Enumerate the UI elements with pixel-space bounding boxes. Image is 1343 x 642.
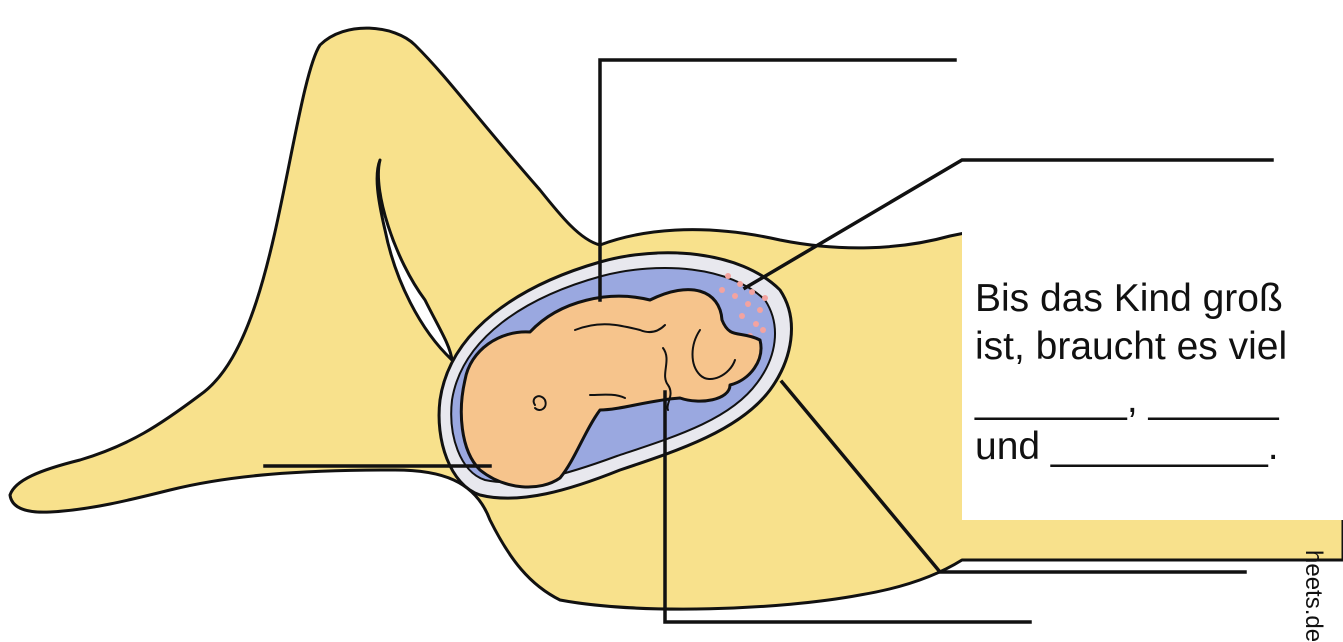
watermark-text: heets.de — [1301, 550, 1325, 642]
worksheet-line-2: ist, braucht es viel — [975, 327, 1287, 366]
worksheet-line-3-blanks: _______, ______ — [975, 380, 1279, 419]
worksheet-line-1: Bis das Kind groß — [975, 279, 1283, 318]
worksheet-line-4-blanks: und __________. — [975, 427, 1279, 466]
